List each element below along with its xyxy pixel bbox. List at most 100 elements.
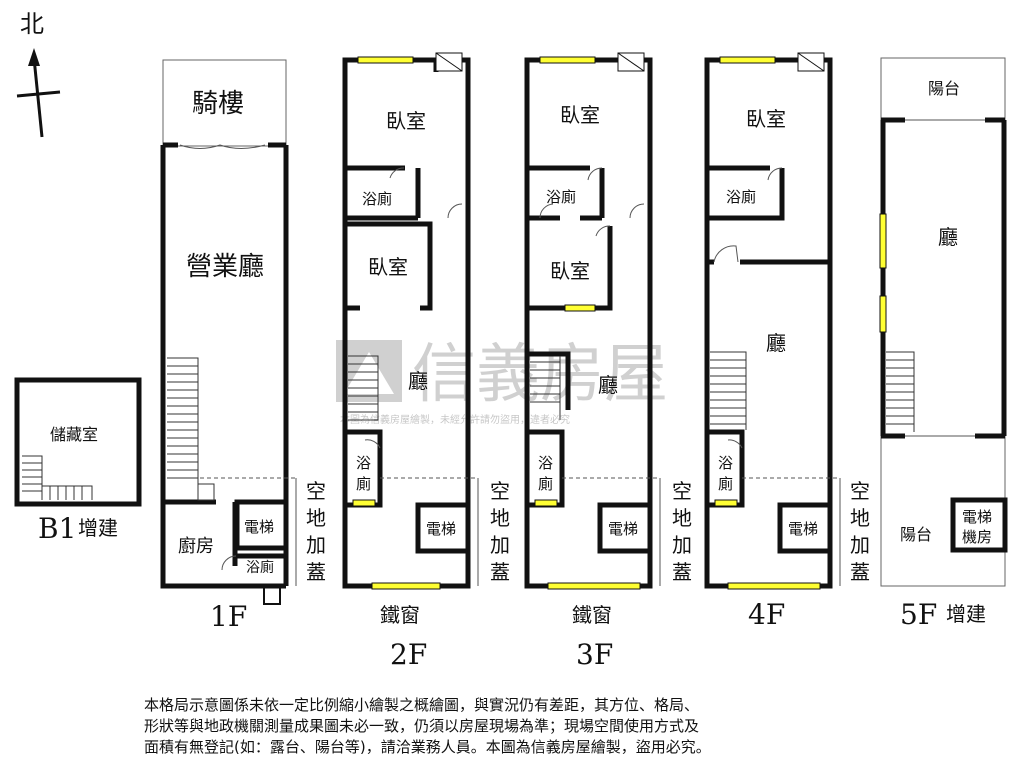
f2-window-bath bbox=[352, 499, 376, 507]
f2-window-bottom bbox=[371, 582, 441, 590]
f3-open-space-label: 空 地 加 蓋 bbox=[672, 479, 692, 584]
f3-window-top bbox=[539, 56, 596, 64]
f2-bedroom2-label: 臥室 bbox=[368, 255, 408, 279]
f3-bath-door bbox=[587, 167, 603, 181]
f5-balcony-top-label: 陽台 bbox=[928, 79, 960, 98]
f4-walls bbox=[704, 57, 833, 589]
f4-bathroom1-label: 浴廁 bbox=[726, 188, 756, 206]
f2-hall-label: 廳 bbox=[408, 369, 428, 393]
f1-stairs bbox=[167, 357, 215, 501]
f4-bathroom2-label-1: 浴 bbox=[718, 454, 733, 472]
f3-open-space-char-4: 蓋 bbox=[672, 560, 692, 584]
f2-walls bbox=[342, 57, 471, 589]
f1-elevator-label: 電梯 bbox=[244, 518, 274, 536]
f3-stairs bbox=[530, 356, 561, 420]
f3-open-space-char-2: 地 bbox=[672, 506, 692, 530]
f4-open-space-char-1: 空 bbox=[850, 479, 870, 503]
f5-window-2 bbox=[879, 295, 887, 333]
f5-outline-thin bbox=[880, 57, 1006, 587]
watermark-notice: 本圖為信義房屋繪製，未經允許請勿盜用，違者必究 bbox=[340, 413, 570, 426]
f4-open-space-char-4: 蓋 bbox=[850, 560, 870, 584]
f2-bathroom1-label: 浴廁 bbox=[362, 190, 392, 208]
f1-open-space-char-3: 加 bbox=[306, 533, 326, 557]
b1-outline bbox=[14, 377, 142, 507]
watermark-brand: 信義房屋 bbox=[412, 338, 668, 412]
f4-window-bath bbox=[714, 499, 738, 507]
f3-walls bbox=[524, 57, 653, 589]
f3-bathroom1-label: 浴廁 bbox=[546, 188, 576, 206]
f2-open-space-char-2: 地 bbox=[490, 506, 510, 530]
f2-bedroom1-label: 臥室 bbox=[386, 109, 426, 133]
f3-room-door bbox=[629, 203, 645, 219]
f4-bathroom2-label-2: 廁 bbox=[718, 475, 733, 493]
f1-arcade-label: 騎樓 bbox=[192, 89, 244, 119]
f3-window-bath bbox=[534, 499, 558, 507]
f4-bath2-door bbox=[727, 439, 743, 449]
f3-bedroom1-label: 臥室 bbox=[560, 103, 600, 127]
f4-elevator-label: 電梯 bbox=[788, 520, 818, 538]
f2-elevator-label: 電梯 bbox=[426, 520, 456, 538]
watermark-logo-mark bbox=[344, 352, 394, 394]
f3-bathroom2-label-1: 浴 bbox=[538, 454, 553, 472]
f3-window-bedroom bbox=[564, 304, 596, 312]
f2-floor-label: 2F bbox=[390, 638, 427, 671]
f2-bathroom2-label-2: 廁 bbox=[356, 475, 371, 493]
f4-bath-door bbox=[767, 167, 783, 181]
f5-walls bbox=[880, 117, 1008, 553]
b1-storage-label: 儲藏室 bbox=[50, 425, 98, 444]
floor-2f: 臥室 浴廁 臥室 廳 浴 廁 電梯 鐵窗 2F 空 地 加 蓋 bbox=[342, 52, 510, 671]
f5-machine-room-label-2: 機房 bbox=[962, 528, 992, 546]
f1-open-space-char-4: 蓋 bbox=[306, 560, 326, 584]
f2-bath-door bbox=[389, 167, 405, 179]
f2-bathroom2-label-1: 浴 bbox=[356, 454, 371, 472]
b1-floor-label: B1 bbox=[38, 512, 76, 545]
disclaimer: 本格局示意圖係未依一定比例縮小繪製之概繪圖，與實況仍有差距，其方位、格局、 形狀… bbox=[144, 695, 904, 758]
f2-open-space-char-3: 加 bbox=[490, 533, 510, 557]
f3-bedroom-door bbox=[595, 225, 611, 237]
floor-b1: 儲藏室 B1 增建 bbox=[14, 377, 142, 545]
f4-open-space-label: 空 地 加 蓋 bbox=[850, 479, 870, 584]
f3-window-label: 鐵窗 bbox=[572, 603, 612, 627]
f3-hall-label: 廳 bbox=[598, 373, 618, 397]
watermark: 信義房屋 本圖為信義房屋繪製，未經允許請勿盜用，違者必究 bbox=[336, 338, 668, 426]
f5-machine-room-label-1: 電梯 bbox=[962, 508, 992, 526]
f1-open-space-char-1: 空 bbox=[306, 479, 326, 503]
disclaimer-line-2: 形狀等與地政機關測量成果圖未必一致，仍須以房屋現場為準；現場空間使用方式及 bbox=[144, 717, 700, 735]
f2-window-label: 鐵窗 bbox=[380, 603, 420, 627]
f5-hall-label: 廳 bbox=[938, 225, 958, 249]
f3-elevator-label: 電梯 bbox=[608, 520, 638, 538]
f5-window-1 bbox=[879, 213, 887, 269]
floor-5f: 陽台 廳 陽台 電梯 機房 5F 增建 bbox=[879, 57, 1008, 631]
f4-open-space-char-2: 地 bbox=[850, 506, 870, 530]
f1-bath-door bbox=[221, 555, 237, 571]
f4-floor-label: 4F bbox=[748, 598, 785, 631]
f2-open-space-char-4: 蓋 bbox=[490, 560, 510, 584]
f4-hall-label: 廳 bbox=[766, 331, 786, 355]
f3-window-bottom bbox=[547, 582, 641, 590]
f4-window-top bbox=[719, 56, 776, 64]
f1-open-space-char-2: 地 bbox=[306, 506, 326, 530]
f3-bathroom2-label-2: 廁 bbox=[538, 475, 553, 493]
f1-kitchen-label: 廚房 bbox=[178, 535, 214, 557]
f2-bath2-door bbox=[364, 439, 381, 449]
f3-open-space-char-3: 加 bbox=[672, 533, 692, 557]
f5-stairs bbox=[886, 351, 915, 432]
f5-floor-label: 5F bbox=[900, 598, 937, 631]
f1-business-hall-label: 營業廳 bbox=[186, 252, 264, 282]
disclaimer-line-3: 面積有無登記(如：露台、陽台等)，請洽業務人員。本圖為信義房屋繪製，盜用必究。 bbox=[144, 738, 711, 756]
f1-entry-door bbox=[179, 144, 266, 149]
f2-window-top bbox=[357, 56, 414, 64]
north-label: 北 bbox=[20, 10, 44, 38]
f2-room-door bbox=[447, 203, 463, 219]
floor-3f: 臥室 浴廁 臥室 廳 浴 廁 電梯 鐵窗 3F 空 地 加 蓋 bbox=[524, 52, 692, 671]
f1-open-space-label: 空 地 加 蓋 bbox=[306, 479, 326, 584]
f1-bathroom-label: 浴廁 bbox=[246, 559, 274, 576]
f2-stairs bbox=[348, 355, 379, 421]
floor-4f: 臥室 浴廁 廳 浴 廁 電梯 4F 空 地 加 蓋 bbox=[704, 52, 870, 631]
f3-bath-door-2 bbox=[539, 203, 554, 219]
f1-side-door bbox=[263, 588, 281, 605]
f4-open-space-char-3: 加 bbox=[850, 533, 870, 557]
f2-open-space-label: 空 地 加 蓋 bbox=[490, 479, 510, 584]
b1-suffix-label: 增建 bbox=[78, 516, 118, 540]
